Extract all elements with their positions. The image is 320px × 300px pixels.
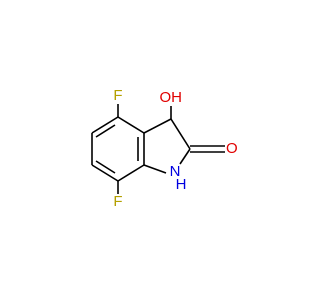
bond-c3-c2 — [170, 118, 191, 150]
bond-c4-c5-inner — [95, 124, 116, 138]
nitrogen-hydrogen-label: H — [176, 176, 187, 193]
bond-c6-c7 — [91, 164, 119, 182]
fluorine-top-label: F — [113, 87, 122, 104]
fluorine-bottom-label: F — [113, 193, 122, 210]
carbonyl-oxygen-label: O — [226, 140, 238, 157]
bond-c2-n1 — [179, 148, 191, 165]
bond-lines — [91, 104, 225, 194]
hydroxyl-label: OH — [160, 89, 183, 106]
bond-c3a-c3 — [143, 118, 172, 134]
bond-c4-c5 — [91, 116, 119, 134]
molecule-structure: F F OH O N H — [91, 87, 238, 210]
bond-c3a-c4 — [117, 116, 145, 134]
nitrogen-label: N — [170, 163, 181, 180]
bond-c7-c7a — [117, 164, 145, 182]
bond-n1-c7a — [143, 164, 167, 174]
bond-c6-c7-inner — [95, 160, 116, 174]
atom-labels: F F OH O N H — [113, 87, 237, 210]
